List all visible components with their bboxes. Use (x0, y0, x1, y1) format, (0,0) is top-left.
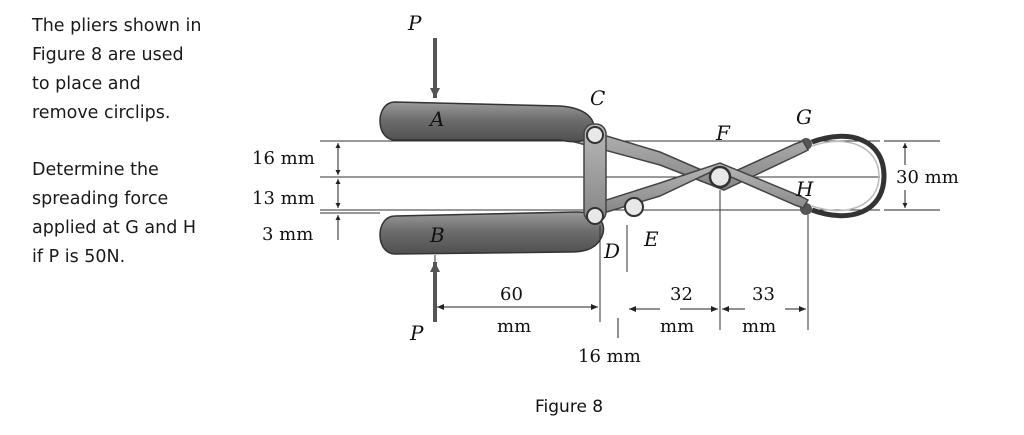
dim-13mm: 13 mm (252, 188, 315, 209)
label-b: B (429, 223, 445, 247)
lower-jaw (599, 162, 810, 216)
dim-16mm-left: 16 mm (252, 148, 315, 169)
dim-60-unit: mm (497, 316, 531, 337)
dim-3mm: 3 mm (262, 224, 313, 245)
label-c: C (590, 86, 605, 110)
label-h: H (795, 177, 814, 201)
problem-line: The pliers shown in (32, 16, 202, 36)
pivot-f (708, 165, 732, 189)
label-f: F (715, 121, 731, 145)
problem-line: applied at G and H (32, 218, 197, 238)
problem-line: spreading force (32, 189, 169, 209)
upper-handle (379, 101, 595, 143)
problem-line: remove circlips. (32, 103, 171, 123)
problem-line: to place and (32, 74, 141, 94)
dim-30mm: 30 mm (896, 167, 959, 188)
extension-lines (434, 190, 809, 330)
dim-33-value: 33 (752, 284, 775, 305)
dim-32-unit: mm (660, 316, 694, 337)
problem-paragraph-1: The pliers shown in Figure 8 are used to… (32, 12, 242, 128)
label-p-top: P (407, 11, 422, 35)
right-dimension (884, 140, 940, 211)
lower-handle (379, 211, 605, 255)
problem-line: if P is 50N. (32, 247, 126, 267)
dim-16mm-bottom: 16 mm (578, 346, 641, 367)
circlip-ring (800, 133, 887, 219)
figure-caption: Figure 8 (535, 397, 603, 417)
problem-line: Figure 8 are used (32, 45, 184, 65)
dim-60-value: 60 (500, 284, 523, 305)
label-d: D (603, 239, 620, 263)
horizontal-dimension-arrows (437, 304, 806, 338)
problem-line: Determine the (32, 160, 159, 180)
pin-e (624, 197, 644, 217)
problem-statement: The pliers shown in Figure 8 are used to… (32, 12, 242, 272)
dim-33-unit: mm (742, 316, 776, 337)
label-a: A (428, 107, 444, 131)
label-g: G (796, 105, 812, 129)
label-e: E (643, 227, 659, 251)
link-cd (583, 123, 607, 225)
problem-paragraph-2: Determine the spreading force applied at… (32, 156, 242, 272)
dim-32-value: 32 (670, 284, 693, 305)
label-p-bottom: P (409, 321, 424, 345)
